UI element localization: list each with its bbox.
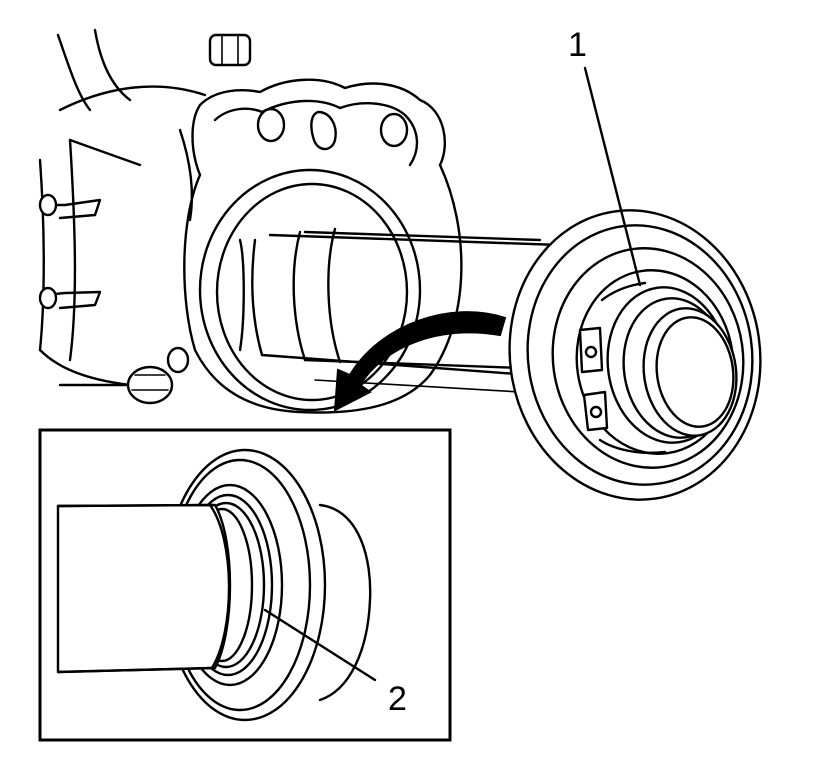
callout-2-leader	[263, 608, 377, 682]
callout-1-label: 1	[568, 26, 587, 64]
curved-arrow-icon	[333, 311, 507, 412]
transmission-housing	[38, 28, 463, 414]
axle-shaft	[251, 227, 562, 393]
bolt-lower	[126, 346, 190, 405]
detail-inset	[38, 428, 452, 742]
callout-1: 1	[568, 26, 642, 287]
callout-2: 2	[263, 608, 407, 718]
inset-shaft	[56, 503, 232, 674]
shaft-seal-assembly	[508, 209, 762, 501]
bore-edge	[238, 238, 245, 352]
callout-1-leader	[583, 66, 642, 287]
callout-2-label: 2	[388, 680, 407, 718]
mounting-flange	[183, 78, 463, 414]
bolt-top	[208, 33, 252, 67]
